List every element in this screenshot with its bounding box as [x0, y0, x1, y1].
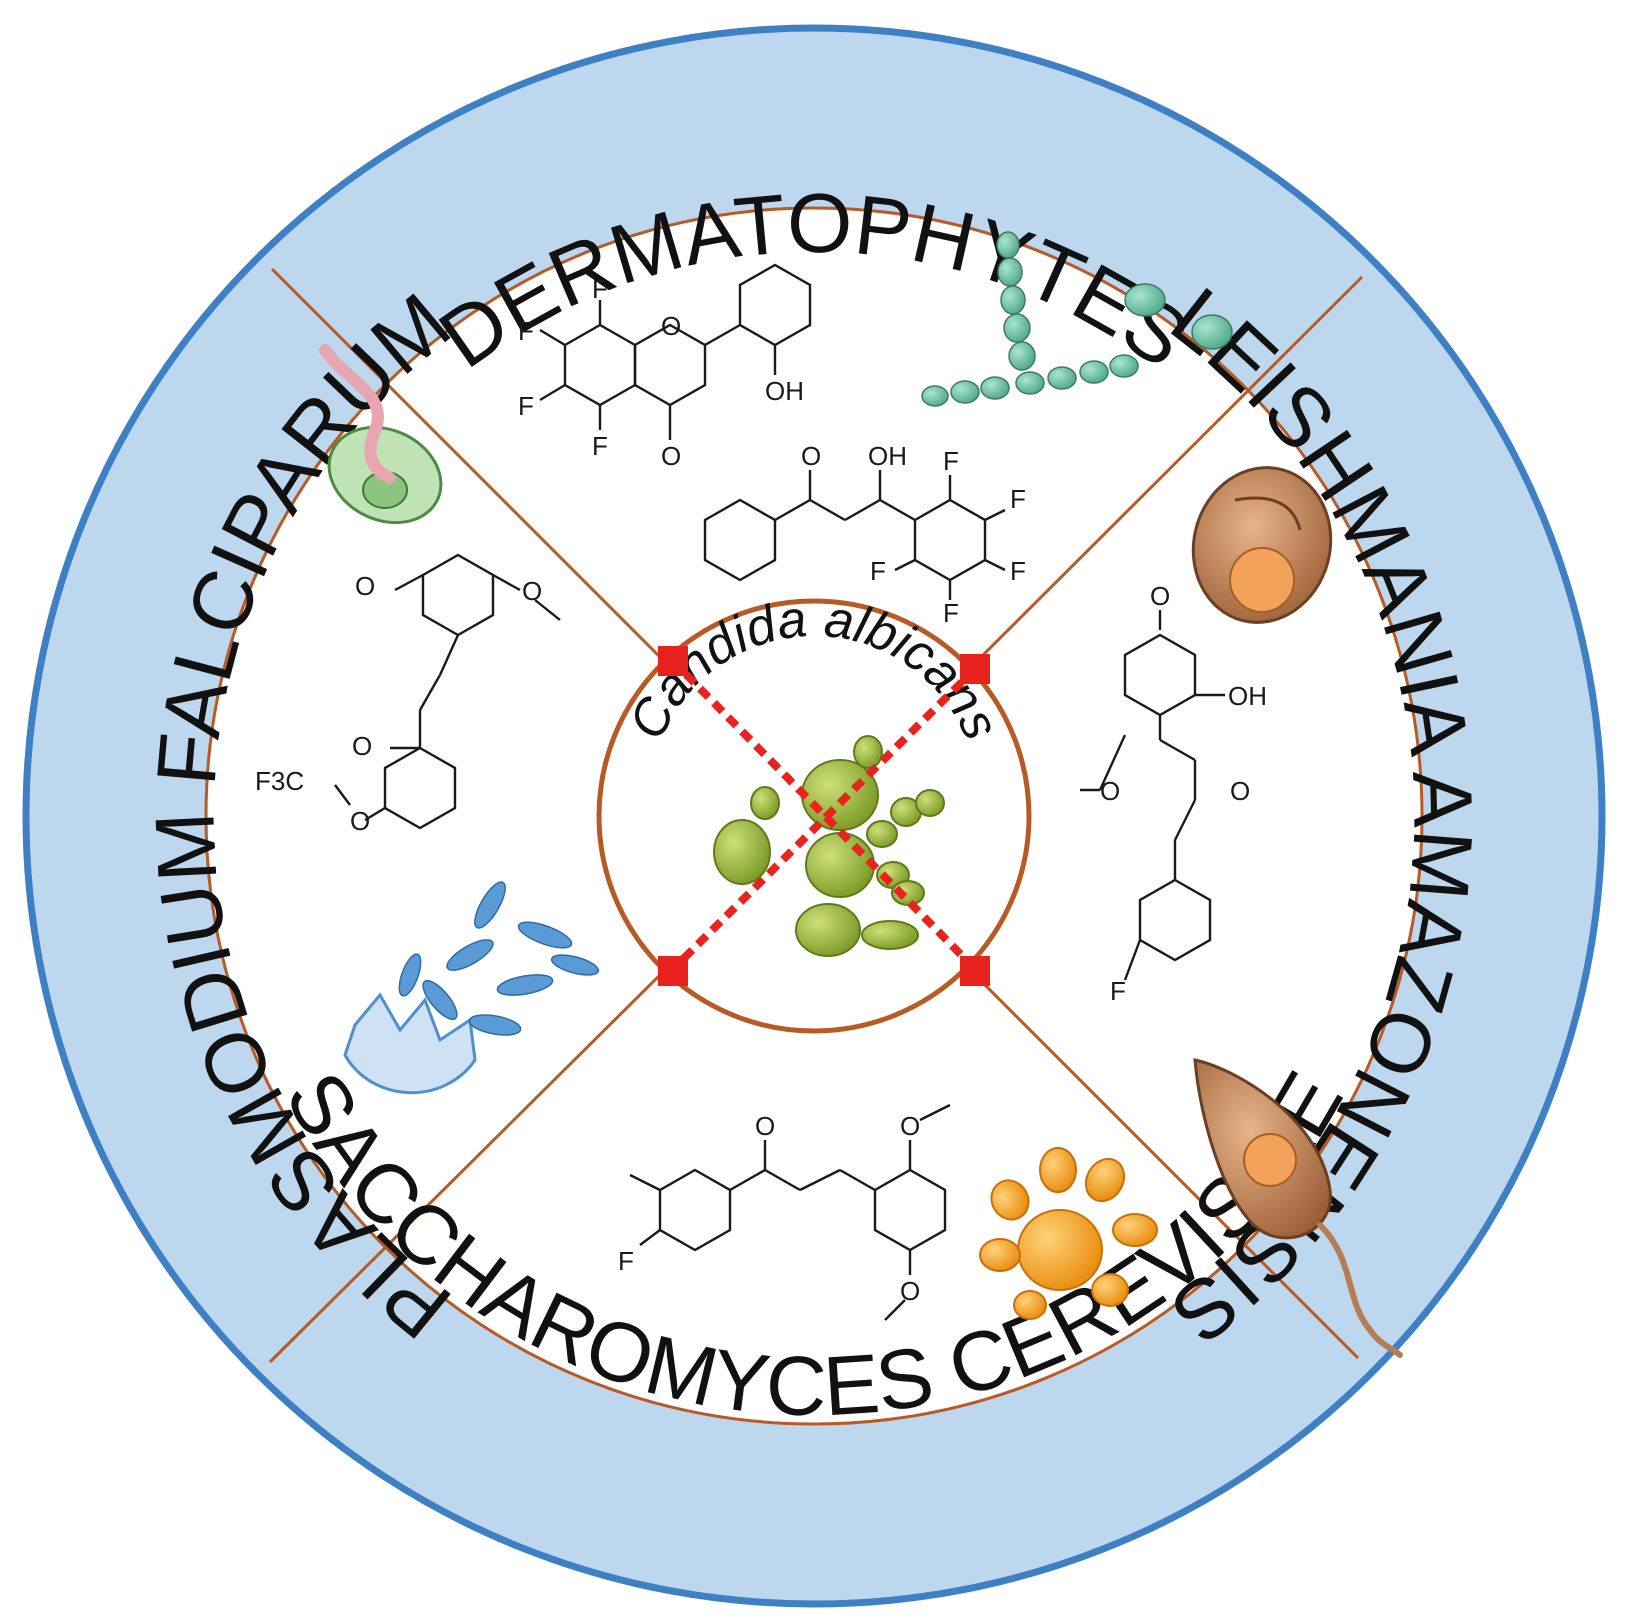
atom-f: F	[870, 556, 886, 586]
atom-f: F	[618, 1246, 634, 1276]
atom-o: O	[661, 311, 681, 341]
atom-o: O	[755, 1111, 775, 1141]
plasmodium-merozoites-icon	[343, 881, 600, 1095]
atom-o: O	[900, 1111, 920, 1141]
compound-flavone: F F F F O O OH	[518, 263, 812, 471]
dermatophyte-hyphae-icon	[921, 231, 1233, 407]
compound-methyl-fluoro-chalcone: O O O F	[618, 1103, 951, 1321]
atom-o: O	[900, 1276, 920, 1306]
atom-oh: OH	[868, 441, 907, 471]
atom-f: F	[1010, 556, 1026, 586]
atom-f: F	[943, 598, 959, 628]
atom-f: F	[592, 431, 608, 461]
plasmodium-sporozoite-icon	[319, 344, 443, 525]
atom-f: F	[518, 316, 534, 346]
atom-f: F	[1110, 976, 1126, 1006]
atom-f: F	[1010, 484, 1026, 514]
compound-hydroxy-chalcone: O OH O O F	[1080, 581, 1267, 1006]
atom-f3c: F3C	[255, 766, 304, 796]
inhibition-cross	[669, 657, 979, 973]
atom-o: O	[522, 576, 542, 606]
atom-o: O	[1230, 776, 1250, 806]
atom-oh: OH	[765, 376, 804, 406]
atom-o: O	[661, 441, 681, 471]
leishmania-promastigote-icon	[1193, 1058, 1403, 1358]
leishmania-amastigote-icon	[1191, 466, 1333, 624]
atom-o: O	[1150, 581, 1170, 611]
atom-o: O	[350, 806, 370, 836]
atom-o: O	[1100, 776, 1120, 806]
saccharomyces-yeast-icon	[979, 1147, 1158, 1320]
compound-trifluoroethoxy-chalcone: O O O O F3C	[255, 553, 561, 836]
atom-o: O	[355, 571, 375, 601]
atom-f: F	[592, 274, 608, 304]
atom-o: O	[801, 441, 821, 471]
candida-yeast-icon	[713, 735, 945, 957]
cross-corner-markers	[658, 646, 990, 986]
quadrant-dividers	[268, 267, 1364, 1364]
atom-oh: OH	[1228, 681, 1267, 711]
atom-f: F	[518, 391, 534, 421]
atom-f: F	[943, 446, 959, 476]
compound-diketone: O OH F F F F F	[703, 441, 1026, 628]
atom-o: O	[352, 731, 372, 761]
